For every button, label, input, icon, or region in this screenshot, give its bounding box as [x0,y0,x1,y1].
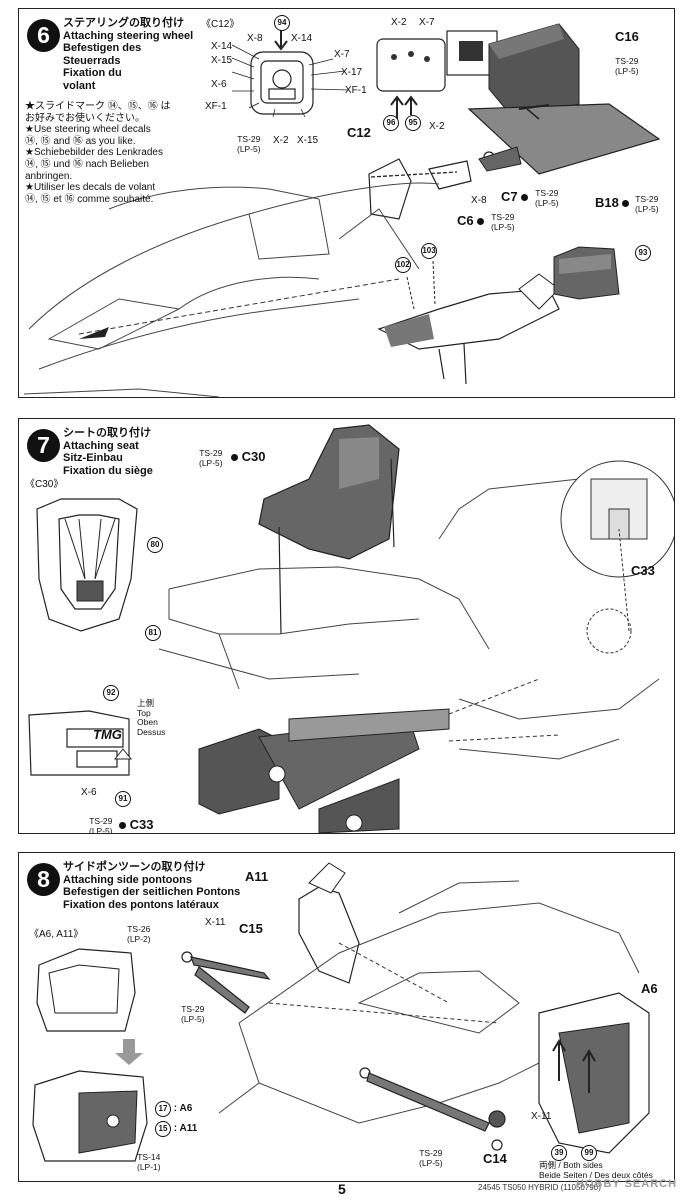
paint-label: X-8 [247,33,263,44]
part-a11: A11 [245,869,269,884]
step-6-panel: 6 ステアリングの取り付け Attaching steering wheel B… [18,8,675,398]
paint-code: TS-29(LP-5) [419,1148,443,1168]
part-c15: C15 [239,921,263,936]
paint-code: TS-29(LP-5) [199,448,223,468]
paint-label: X-2 [273,135,289,146]
part-c14: C14 [483,1151,507,1166]
paint-label: X-17 [341,67,363,78]
paint-label: X-6 [81,787,97,798]
paint-code: TS-29(LP-5) [535,188,559,208]
legend-a11: 15 : A11 [155,1121,197,1137]
paint-label: X-14 [291,33,313,44]
decal-callout: 81 [145,625,161,641]
paint-code: TS-29(LP-5) [615,56,639,76]
part-c12: C12 [347,125,371,140]
part-c30: C30 [231,450,265,463]
paint-code: TS-14(LP-1) [137,1152,161,1172]
paint-label: X-6 [211,79,227,90]
legend-a6: 17 : A6 [155,1101,192,1117]
paint-label: X-14 [211,41,233,52]
part-c33: C33 [119,818,153,831]
decal-callout: 80 [147,537,163,553]
decal-callout: 39 [551,1145,567,1161]
paint-label: X-15 [211,55,233,66]
part-c7: C7 [501,190,529,203]
paint-label: X-7 [334,49,350,60]
paint-label: X-8 [471,195,487,206]
decal-callout: 92 [103,685,119,701]
decal-note: ★スライドマーク ⑭、⑮、⑯ は お好みでお使いください。 ★Use steer… [25,101,171,205]
step-title: ステアリングの取り付け Attaching steering wheel Bef… [63,17,194,92]
step-title: サイドポンツーンの取り付け Attaching side pontoons Be… [63,861,241,911]
paint-code: TS-29(LP-5) [491,212,515,232]
paint-code: TS-29(LP-5) [237,134,261,154]
decal-callout: 95 [405,115,421,131]
decal-callout: 102 [395,257,411,273]
paint-label: X-2 [429,121,445,132]
tmg-logo: TMG [93,727,122,742]
step-8-illustration [32,862,650,1162]
step-number: 7 [27,429,60,462]
step-title: シートの取り付け Attaching seat Sitz-Einbau Fixa… [63,427,153,477]
decal-callout: 103 [421,243,437,259]
decal-callout: 96 [383,115,399,131]
decal-callout: 93 [635,245,651,261]
paint-code: TS-29(LP-5) [89,816,113,834]
step-7-illustration [28,424,674,833]
paint-code: TS-26(LP-2) [127,924,151,944]
part-c16: C16 [615,29,639,44]
paint-label: X-15 [297,135,319,146]
part-b18: B18 [595,196,630,209]
paint-code: TS-29(LP-5) [635,194,659,214]
paint-label: XF-1 [345,85,367,96]
step-6-illustration [23,23,661,397]
paint-code: TS-29(LP-5) [181,1004,205,1024]
part-c33-zoom: C33 [631,563,655,578]
footer-code: 24545 TS050 HYBRID (11050790) [478,1183,601,1192]
step-8-panel: 8 サイドポンツーンの取り付け Attaching side pontoons … [18,852,675,1182]
paint-label: XF-1 [205,101,227,112]
paint-label: X-11 [205,917,226,928]
paint-label: X-2 [391,17,407,28]
paint-label: X-11 [531,1111,552,1122]
part-a6: A6 [641,981,658,996]
decal-callout: 94 [274,15,290,31]
page-number: 5 [338,1181,346,1197]
part-c6: C6 [457,214,485,227]
detail-title: 《C30》 [25,479,64,490]
detail-title: 《A6, A11》 [29,929,84,940]
paint-label: X-7 [419,17,435,28]
step-number: 8 [27,863,60,896]
decal-callout: 99 [581,1145,597,1161]
decal-callout: 91 [115,791,131,807]
detail-title: 《C12》 [201,19,240,30]
step-7-panel: 7 シートの取り付け Attaching seat Sitz-Einbau Fi… [18,418,675,834]
watermark: HOBBY SEARCH [576,1178,678,1190]
step-number: 6 [27,19,60,52]
